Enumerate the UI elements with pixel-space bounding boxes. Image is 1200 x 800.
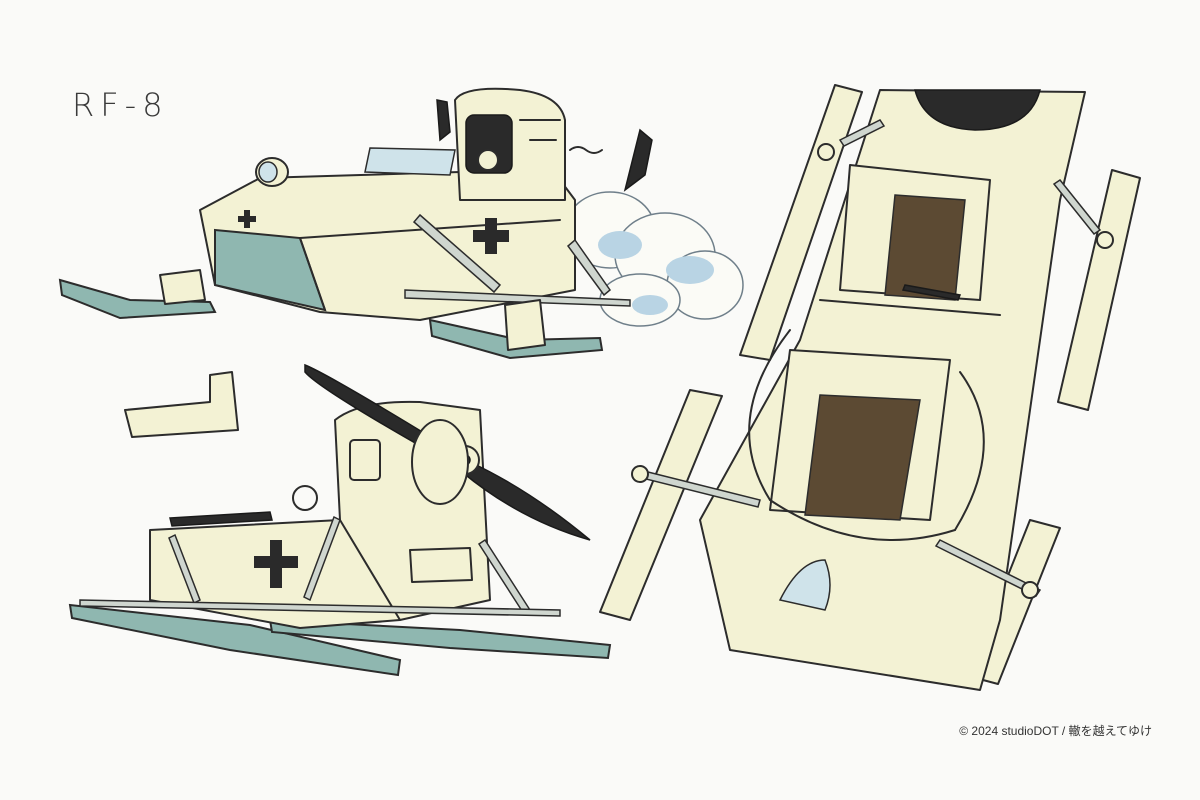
vehicle-designation: RF-8 xyxy=(72,86,169,124)
exhaust-cloud xyxy=(564,191,744,327)
top-view-snowmobile xyxy=(599,84,1141,691)
detached-panel xyxy=(124,371,239,438)
ski-front-left xyxy=(599,389,723,621)
copyright-notice: © 2024 studioDOT / 轍を越えてゆけ xyxy=(959,724,1152,738)
front-view-snowmobile xyxy=(68,363,612,677)
side-view-snowmobile xyxy=(58,87,744,360)
ski-rear-right xyxy=(1057,169,1141,411)
